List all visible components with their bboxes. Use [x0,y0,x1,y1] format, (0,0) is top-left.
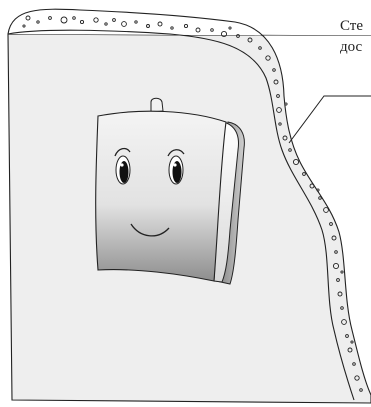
caption-line-2: дос [340,37,363,58]
caption-line-1: Сте [340,16,363,37]
character-face [96,111,226,281]
right-eye-icon [169,156,183,184]
character-stem [151,98,163,112]
left-eye-icon [116,156,130,184]
caption: Сте дос [340,16,363,58]
